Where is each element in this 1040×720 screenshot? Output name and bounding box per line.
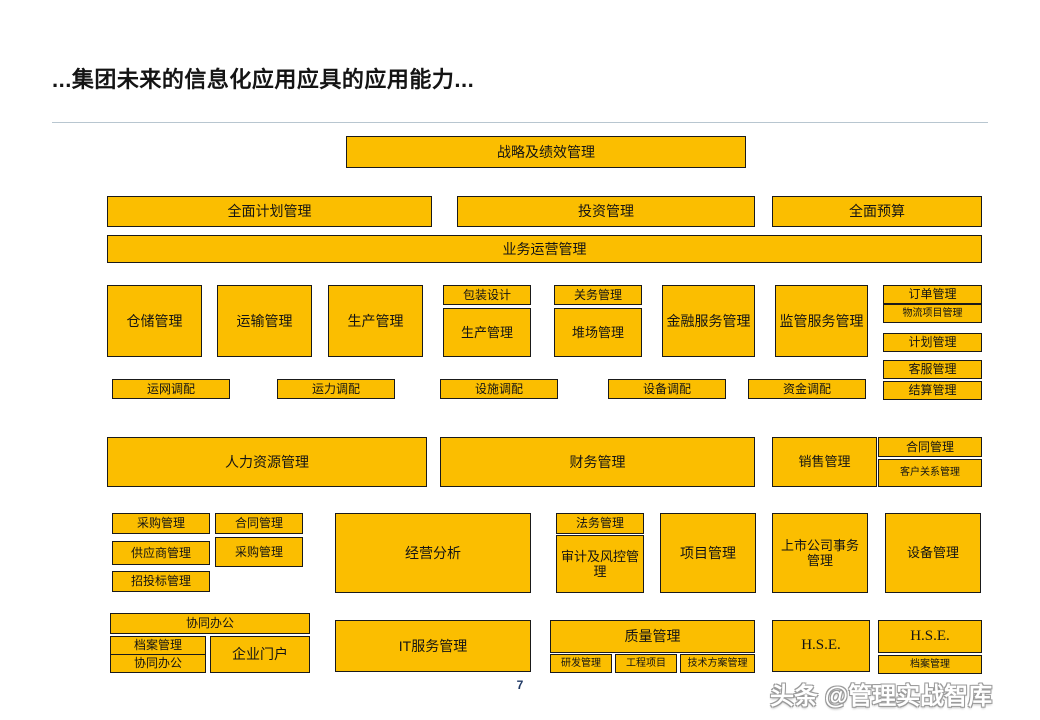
- box-equipment-management[interactable]: 设备管理: [885, 513, 981, 593]
- box-capacity-allocation[interactable]: 运力调配: [277, 379, 395, 399]
- box-engineering-project[interactable]: 工程项目: [615, 654, 677, 673]
- box-production-management-2[interactable]: 生产管理: [443, 308, 531, 357]
- box-project-management[interactable]: 项目管理: [660, 513, 756, 593]
- box-plan-management[interactable]: 计划管理: [883, 333, 982, 352]
- page-title: ...集团未来的信息化应用应具的应用能力...: [52, 67, 475, 92]
- box-archive-management-2[interactable]: 档案管理: [878, 655, 982, 674]
- box-audit-risk-management[interactable]: 审计及风控管理: [556, 535, 644, 593]
- box-settlement-management[interactable]: 结算管理: [883, 381, 982, 400]
- box-rnd-management[interactable]: 研发管理: [550, 654, 612, 673]
- box-equipment-allocation[interactable]: 设备调配: [608, 379, 726, 399]
- box-yard-management[interactable]: 堆场管理: [554, 308, 642, 357]
- box-bidding-management[interactable]: 招投标管理: [112, 571, 210, 592]
- box-order-management[interactable]: 订单管理: [883, 285, 982, 304]
- box-contract-management-sales[interactable]: 合同管理: [878, 437, 982, 457]
- title-divider: [52, 122, 988, 123]
- box-full-budget[interactable]: 全面预算: [772, 196, 982, 227]
- box-business-analysis[interactable]: 经营分析: [335, 513, 531, 593]
- box-production-management[interactable]: 生产管理: [328, 285, 423, 357]
- box-hse-right[interactable]: H.S.E.: [878, 620, 982, 653]
- box-legal-management[interactable]: 法务管理: [556, 513, 644, 534]
- box-contract-management-purchase[interactable]: 合同管理: [215, 513, 303, 534]
- box-crm[interactable]: 客户关系管理: [878, 459, 982, 487]
- box-regulatory-service-management[interactable]: 监管服务管理: [775, 285, 868, 357]
- box-finance-management[interactable]: 财务管理: [440, 437, 755, 487]
- box-quality-management[interactable]: 质量管理: [550, 620, 755, 653]
- box-purchase-management[interactable]: 采购管理: [112, 513, 210, 534]
- box-financial-service-management[interactable]: 金融服务管理: [662, 285, 755, 357]
- box-full-plan-management[interactable]: 全面计划管理: [107, 196, 432, 227]
- box-business-operation-management[interactable]: 业务运营管理: [107, 235, 982, 263]
- box-packaging-design[interactable]: 包装设计: [443, 285, 531, 305]
- page-number: 7: [516, 678, 524, 692]
- box-technical-solution-management[interactable]: 技术方案管理: [680, 654, 755, 673]
- box-warehouse-management[interactable]: 仓储管理: [107, 285, 202, 357]
- box-facility-allocation[interactable]: 设施调配: [440, 379, 558, 399]
- box-customer-service-management[interactable]: 客服管理: [883, 360, 982, 379]
- box-archive-management[interactable]: 档案管理: [110, 636, 206, 655]
- box-supplier-management[interactable]: 供应商管理: [112, 541, 210, 565]
- box-purchase-management-2[interactable]: 采购管理: [215, 537, 303, 567]
- box-strategy-performance-management[interactable]: 战略及绩效管理: [346, 136, 746, 168]
- box-collaborative-office[interactable]: 协同办公: [110, 654, 206, 673]
- box-transport-management[interactable]: 运输管理: [217, 285, 312, 357]
- box-it-service-management[interactable]: IT服务管理: [335, 620, 531, 672]
- box-investment-management[interactable]: 投资管理: [457, 196, 755, 227]
- box-network-allocation[interactable]: 运网调配: [112, 379, 230, 399]
- box-logistics-project-management[interactable]: 物流项目管理: [883, 304, 982, 323]
- box-customs-management[interactable]: 关务管理: [554, 285, 642, 305]
- box-enterprise-portal[interactable]: 企业门户: [210, 636, 310, 673]
- box-hr-management[interactable]: 人力资源管理: [107, 437, 427, 487]
- box-hse-left[interactable]: H.S.E.: [772, 620, 870, 672]
- box-collaborative-office-header[interactable]: 协同办公: [110, 613, 310, 634]
- box-listed-company-affairs-management[interactable]: 上市公司事务管理: [772, 513, 868, 593]
- box-fund-allocation[interactable]: 资金调配: [748, 379, 866, 399]
- box-sales-management[interactable]: 销售管理: [772, 437, 877, 487]
